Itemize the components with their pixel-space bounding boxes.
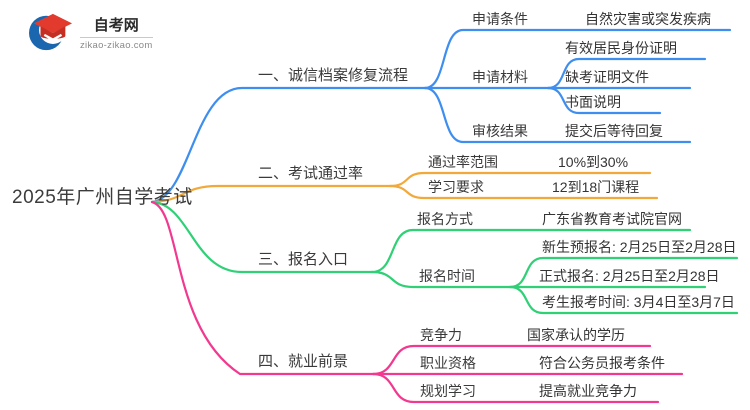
branch2-topic: 二、考试通过率: [258, 165, 364, 182]
b1-review-result-value: 提交后等待回复: [565, 123, 663, 139]
branch3-topic: 三、报名入口: [258, 251, 349, 268]
connector-study-req: [388, 184, 659, 200]
connector-signup-time: [370, 270, 512, 289]
logo-site-name: 自考网: [80, 14, 153, 38]
branch1-wires: [150, 28, 732, 204]
branch1-topic: 一、诚信档案修复流程: [258, 67, 409, 84]
connector-root-branch1: [150, 86, 427, 204]
b4-plan-label: 规划学习: [420, 383, 476, 399]
branch4-topic: 四、就业前景: [258, 353, 349, 370]
branch3-wires: [150, 200, 739, 315]
b4-plan-value: 提高就业竞争力: [539, 383, 637, 399]
b4-career-label: 职业资格: [420, 355, 476, 371]
b4-competitive-label: 竞争力: [420, 327, 462, 343]
branch2-wires: [150, 171, 659, 204]
b3-signup-time-label: 报名时间: [419, 268, 475, 284]
b2-pass-range-label: 通过率范围: [428, 154, 498, 170]
branch4-wires: [150, 200, 684, 404]
b1-review-result-label: 审核结果: [472, 123, 528, 139]
b3-signup-way-label: 报名方式: [417, 211, 473, 227]
b1-apply-conditions-value: 自然灾害或突发疾病: [585, 11, 711, 27]
site-logo: 自考网 zikao-zikao.com: [28, 10, 153, 54]
b4-career-value: 符合公务员报考条件: [539, 355, 665, 371]
b4-competitive-value: 国家承认的学历: [527, 327, 625, 343]
connector-material-3: [546, 86, 662, 115]
b1-apply-material-label: 申请材料: [472, 69, 528, 85]
connector-root-branch2: [150, 184, 392, 204]
b3-signup-time-value-1: 新生预报名: 2月25日至2月28日: [542, 239, 737, 255]
connector-root-branch4: [150, 200, 375, 376]
logo-text-block: 自考网 zikao-zikao.com: [80, 14, 153, 51]
b3-signup-time-value-2: 正式报名: 2月25日至2月28日: [539, 268, 720, 284]
connector-plan: [371, 372, 660, 404]
connector-time-3: [508, 285, 739, 315]
connector-material-1: [546, 57, 707, 90]
connector-review-result: [423, 86, 692, 144]
graduation-cap-logo-icon: [29, 13, 73, 51]
b3-signup-time-value-3: 考生报考时间: 3月4日至3月7日: [542, 294, 735, 310]
b1-material-value-1: 有效居民身份证明: [565, 40, 677, 56]
b2-study-req-label: 学习要求: [428, 179, 484, 195]
b1-material-value-3: 书面说明: [565, 94, 621, 110]
b1-apply-conditions-label: 申请条件: [472, 11, 528, 27]
connector-apply-conditions: [423, 28, 732, 90]
logo-site-url: zikao-zikao.com: [80, 39, 153, 51]
root-topic: 2025年广州自学考试: [12, 187, 193, 208]
b1-material-value-2: 缺考证明文件: [565, 69, 649, 85]
connector-root-branch3: [150, 200, 374, 274]
connector-signup-way: [370, 228, 692, 274]
b3-signup-way-value: 广东省教育考试院官网: [542, 211, 682, 227]
b2-pass-range-value: 10%到30%: [558, 154, 629, 170]
b2-study-req-value: 12到18门课程: [552, 179, 640, 195]
